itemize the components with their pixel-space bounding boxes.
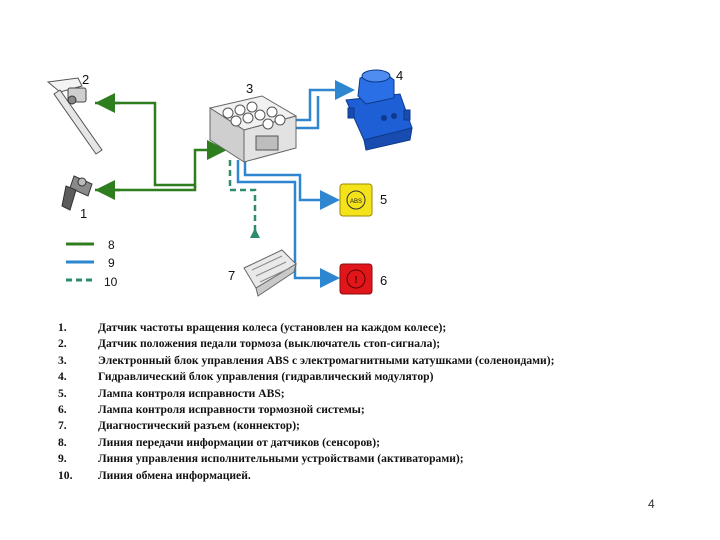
legend-text: Диагностический разъем (коннектор);: [98, 419, 300, 433]
line-legend-label-8: 8: [108, 238, 115, 252]
hydraulic-unit: [345, 69, 413, 151]
legend-number: 7.: [58, 419, 67, 433]
control-lines: [236, 80, 355, 288]
legend-text: Электронный блок управления ABS с электр…: [98, 353, 555, 367]
legend-number: 9.: [58, 452, 67, 466]
callout-1: 1: [80, 206, 87, 221]
legend-text: Гидравлический блок управления (гидравли…: [98, 370, 434, 384]
component-legend: 1. Датчик частоты вращения колеса (устано…: [58, 320, 698, 484]
line-legend: 8 9 10: [66, 238, 118, 289]
legend-item: 10. Линия обмена информацией.: [58, 468, 698, 484]
legend-number: 8.: [58, 435, 67, 449]
legend-text: Линия передачи информации от датчиков (с…: [98, 435, 380, 449]
legend-number: 2.: [58, 337, 67, 351]
legend-number: 4.: [58, 370, 67, 384]
line-legend-label-10: 10: [104, 275, 118, 289]
legend-text: Датчик частоты вращения колеса (установл…: [98, 321, 447, 334]
sensor-line-arrows: [95, 93, 120, 200]
data-exchange-arrow: [250, 228, 260, 238]
abs-system-diagram: ABS ! 1 2 3 4 5 6 7 8 9 10: [46, 68, 413, 297]
abs-warning-lamp: ABS: [339, 183, 373, 217]
abs-lamp-text: ABS: [350, 199, 362, 205]
legend-number: 5.: [58, 386, 67, 400]
legend-item: 5. Лампа контроля исправности ABS;: [58, 386, 698, 402]
wheel-speed-sensor: [61, 175, 93, 211]
callout-6: 6: [380, 273, 387, 288]
abs-ecu: [208, 95, 298, 163]
legend-text: Лампа контроля исправности тормозной сис…: [98, 403, 365, 417]
legend-item: 8. Линия передачи информации от датчиков …: [58, 435, 698, 451]
sensor-lines: [95, 101, 227, 192]
legend-text: Линия обмена информацией.: [98, 468, 251, 482]
legend-item: 2. Датчик положения педали тормоза (выклю…: [58, 336, 698, 352]
legend-item: 6. Лампа контроля исправности тормозной с…: [58, 402, 698, 418]
legend-item: 4. Гидравлический блок управления (гидрав…: [58, 369, 698, 385]
legend-text: Лампа контроля исправности ABS;: [98, 386, 285, 400]
page-number: 4: [648, 497, 655, 511]
legend-item: 1. Датчик частоты вращения колеса (устано…: [58, 320, 698, 336]
callout-4: 4: [396, 68, 403, 83]
legend-item: 7. Диагностический разъем (коннектор);: [58, 418, 698, 434]
brake-pedal-sensor: [46, 77, 103, 155]
legend-number: 1.: [58, 321, 67, 334]
callout-2: 2: [82, 72, 89, 87]
data-exchange-line: [228, 160, 257, 232]
legend-number: 10.: [58, 468, 73, 482]
legend-text: Линия управления исполнительными устройс…: [98, 452, 464, 466]
line-legend-label-9: 9: [108, 256, 115, 270]
legend-item: 9. Линия управления исполнительными устро…: [58, 451, 698, 467]
callout-5: 5: [380, 192, 387, 207]
legend-number: 6.: [58, 403, 67, 417]
legend-item: 3. Электронный блок управления ABS с элек…: [58, 353, 698, 369]
brake-warning-lamp: !: [339, 263, 373, 295]
brake-lamp-text: !: [354, 275, 357, 286]
callout-3: 3: [246, 81, 253, 96]
legend-text: Датчик положения педали тормоза (выключа…: [98, 337, 441, 351]
callout-7: 7: [228, 268, 235, 283]
diagnostic-connector: [243, 249, 297, 297]
legend-number: 3.: [58, 353, 67, 367]
